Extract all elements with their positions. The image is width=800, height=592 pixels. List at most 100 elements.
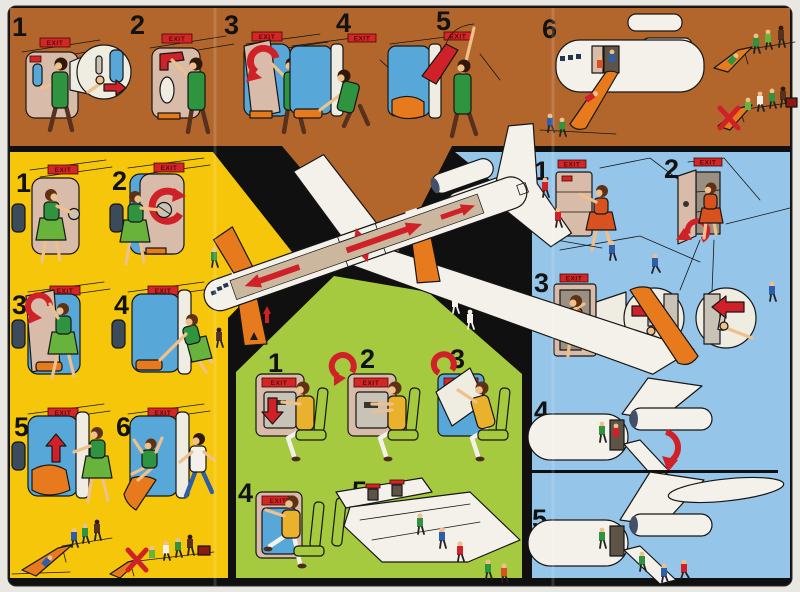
brown-step-2-scene: EXIT: [149, 33, 235, 135]
seat: [295, 387, 329, 441]
arrow-up-icon: [263, 306, 271, 314]
step-number: 1: [12, 12, 27, 42]
green-step-5-scene: [335, 477, 521, 583]
brown-step-5-scene: EXIT: [387, 23, 501, 139]
slide-pack: [135, 359, 163, 371]
tail-exit: [516, 182, 529, 196]
svg-text:EXIT: EXIT: [450, 34, 467, 41]
exit-marker: [389, 479, 405, 485]
exit-marker: [365, 483, 381, 489]
seat: [477, 387, 511, 441]
magnifier-inset: [695, 287, 757, 349]
no-luggage-x-icon: [125, 547, 149, 573]
cabin-window: [11, 441, 26, 471]
svg-text:EXIT: EXIT: [270, 498, 287, 505]
arrow-up-icon: [250, 332, 258, 340]
slide-correct-scene: [713, 25, 796, 73]
door-open-panel: [75, 411, 90, 499]
tail-exit-opening: [609, 525, 625, 557]
passenger-tiny: [639, 551, 647, 572]
suitcase: [197, 545, 211, 556]
step-number: 2: [360, 344, 375, 374]
step-number: 1: [16, 168, 31, 198]
passenger-tiny: [613, 423, 619, 437]
crew-figure: [40, 57, 75, 133]
aircraft-top-view: [203, 123, 695, 375]
arrow-rotate-icon: [246, 44, 280, 75]
svg-text:EXIT: EXIT: [55, 410, 72, 417]
yellow-step-1-scene: EXIT: [11, 159, 113, 264]
engine-nacelle: [629, 513, 713, 537]
attendant-figure: [35, 189, 74, 264]
fuselage-side-view: [555, 39, 705, 93]
svg-text:EXIT: EXIT: [169, 36, 186, 43]
passenger-tiny: [485, 559, 493, 580]
passenger-tiny: [457, 541, 465, 562]
aisle-arrow-forward: [244, 264, 301, 288]
svg-text:EXIT: EXIT: [564, 162, 581, 169]
step-number: 4: [336, 8, 351, 38]
brown-step-1-scene: EXIT: [21, 37, 132, 133]
arrow-rotate-icon: [328, 352, 357, 379]
slide-pack: [31, 464, 71, 496]
brown-step-4-scene: EXIT: [289, 33, 421, 129]
step-number: 4: [238, 478, 253, 508]
svg-text:EXIT: EXIT: [161, 165, 178, 172]
arrow-right-icon: [103, 79, 127, 96]
yellow-step-6-scene: EXIT: [123, 403, 216, 511]
escape-slide: [569, 70, 619, 130]
brown-panel-steps: 1 2 3 4 5 6 EXIT: [12, 6, 798, 139]
yellow-no-luggage-scene: [109, 534, 215, 579]
green-panel-steps: 1 2 3 4 5 EXIT: [238, 344, 521, 583]
attendant-figure: [119, 191, 162, 266]
svg-text:EXIT: EXIT: [155, 288, 172, 295]
arrow-down-icon: [261, 397, 284, 425]
svg-text:EXIT: EXIT: [55, 167, 72, 174]
attendant-figure: [72, 427, 113, 504]
cabin-window: [11, 203, 26, 233]
svg-text:EXIT: EXIT: [700, 160, 717, 167]
magnifier-inset: [69, 44, 132, 100]
exit-sign: EXIT: [557, 159, 587, 169]
yellow-step-4-scene: EXIT: [111, 281, 214, 375]
passenger-tiny: [439, 527, 447, 549]
blue-step-1-scene: EXIT: [555, 157, 701, 263]
aisle-arrow-aft: [345, 222, 423, 254]
passenger-sliding: [584, 91, 598, 103]
horizontal-stabilizer: [667, 476, 785, 504]
step-number: 5: [436, 6, 451, 36]
step-number: 4: [114, 290, 129, 320]
escape-slide: [212, 226, 254, 274]
exit-sign: EXIT: [153, 162, 185, 173]
door-latch: [561, 175, 573, 182]
passenger-tiny: [547, 113, 555, 133]
door-handle: [95, 55, 103, 75]
cabin-window: [109, 203, 124, 233]
attendant-figure: [578, 185, 617, 252]
slide-pack: [391, 95, 425, 120]
door-handle: [67, 207, 81, 221]
svg-text:EXIT: EXIT: [363, 380, 380, 387]
suitcase: [785, 97, 798, 108]
yellow-step-3-scene: EXIT: [11, 281, 111, 380]
exit-sign: EXIT: [261, 377, 297, 388]
escape-slide: [411, 237, 441, 284]
escape-slide: [238, 297, 268, 347]
svg-text:EXIT: EXIT: [566, 276, 583, 283]
slide-pack: [293, 108, 323, 119]
svg-text:EXIT: EXIT: [354, 36, 371, 43]
green-step-1-scene: EXIT: [255, 373, 329, 462]
yellow-step-2-scene: EXIT: [109, 157, 211, 266]
step-number: 3: [224, 10, 239, 40]
svg-text:EXIT: EXIT: [57, 288, 74, 295]
tailcone-slide: [629, 286, 699, 366]
exit-sign: EXIT: [347, 33, 377, 43]
passenger-tiny: [680, 559, 690, 580]
wing-plan-view: [343, 491, 521, 563]
arrow-rotate-icon: [430, 351, 457, 376]
attendant-figure: [698, 182, 724, 240]
step-number: 2: [130, 10, 145, 40]
crew-figure: [170, 57, 211, 135]
passenger-tiny: [599, 421, 607, 443]
